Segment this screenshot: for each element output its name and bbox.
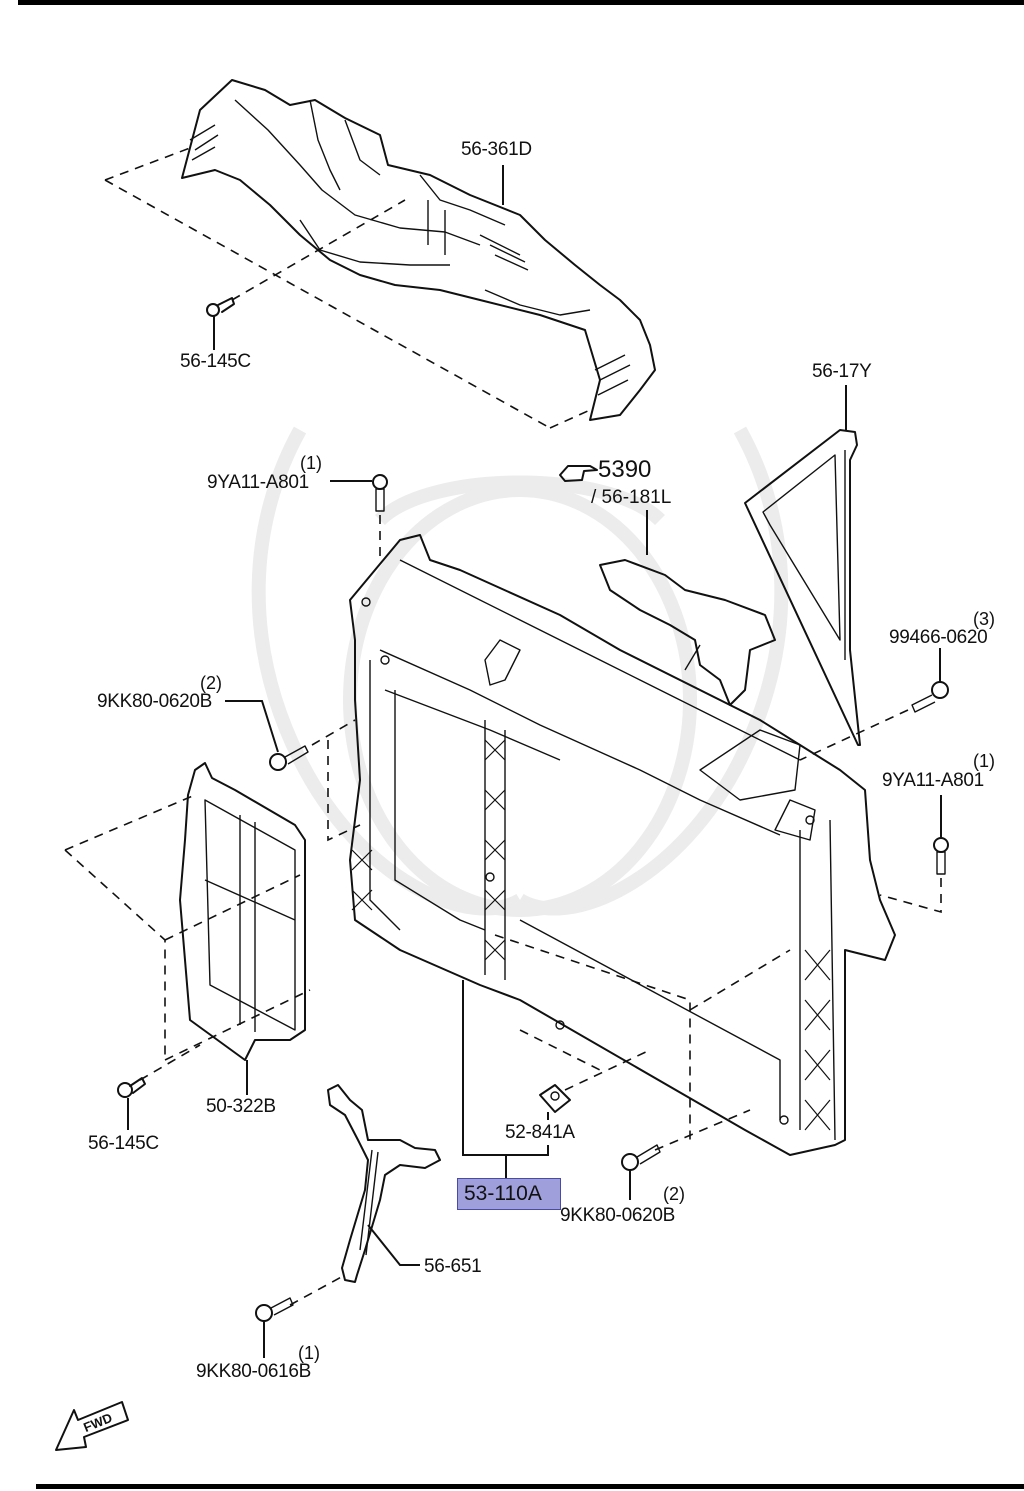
bolt-9KK80-0616B <box>255 1297 294 1322</box>
label-56-361D[interactable]: 56-361D <box>461 139 532 160</box>
label-56-651[interactable]: 56-651 <box>424 1256 482 1277</box>
clip-56-145C-top <box>206 297 235 317</box>
reference-sub-part[interactable]: / 56-181L <box>591 487 672 508</box>
bolt-9YA11-left <box>372 474 388 512</box>
part-56-651-bracket <box>327 1084 441 1283</box>
clip-56-145C-bottom <box>117 1077 146 1098</box>
reference-group-number[interactable]: 5390 <box>598 456 652 483</box>
pointing-hand-icon <box>559 465 598 482</box>
bolt-99466-0620 <box>911 681 949 713</box>
label-52-841A[interactable]: 52-841A <box>505 1122 575 1143</box>
bolt-9KK80-0620B-left <box>269 745 309 771</box>
nut-52-841A <box>539 1084 571 1113</box>
label-56-145C-top[interactable]: 56-145C <box>180 351 251 372</box>
label-9KK80-0616B[interactable]: 9KK80-0616B <box>196 1361 312 1382</box>
highlighted-part-53-110A[interactable]: 53-110A <box>457 1178 561 1210</box>
bottom-border-rule <box>36 1484 1024 1489</box>
fwd-arrow-icon <box>55 1401 129 1451</box>
bolt-9KK80-0620B-right <box>621 1144 661 1171</box>
label-9KK80-0620B-left[interactable]: 9KK80-0620B <box>97 691 213 712</box>
bolt-9YA11-right <box>933 837 949 875</box>
label-9YA11-A801-right[interactable]: 9YA11-A801 <box>882 770 984 791</box>
qty-9KK80-left: (2) <box>200 673 222 693</box>
part-53-110A-radiator-support <box>349 534 896 1156</box>
part-56-361D-shroud <box>181 79 656 421</box>
qty-9KK80-right: (2) <box>663 1184 685 1204</box>
watermark-logo <box>251 426 789 917</box>
part-56-181L-bracket <box>599 559 776 706</box>
label-9KK80-0620B-right[interactable]: 9KK80-0620B <box>560 1205 676 1226</box>
qty-9YA11-left: (1) <box>300 453 322 473</box>
part-56-17Y-seal <box>744 429 861 746</box>
part-50-322B-air-guide <box>179 762 306 1061</box>
top-border-rule <box>18 0 1024 5</box>
qty-9KK80-0616B: (1) <box>298 1343 320 1363</box>
reference-group: 5390 <box>556 458 651 482</box>
qty-99466: (3) <box>973 609 995 629</box>
label-99466-0620[interactable]: 99466-0620 <box>889 627 988 648</box>
label-9YA11-A801-left[interactable]: 9YA11-A801 <box>207 472 309 493</box>
label-56-17Y[interactable]: 56-17Y <box>812 361 872 382</box>
qty-9YA11-right: (1) <box>973 751 995 771</box>
label-50-322B[interactable]: 50-322B <box>206 1096 276 1117</box>
label-56-145C-bottom[interactable]: 56-145C <box>88 1133 159 1154</box>
